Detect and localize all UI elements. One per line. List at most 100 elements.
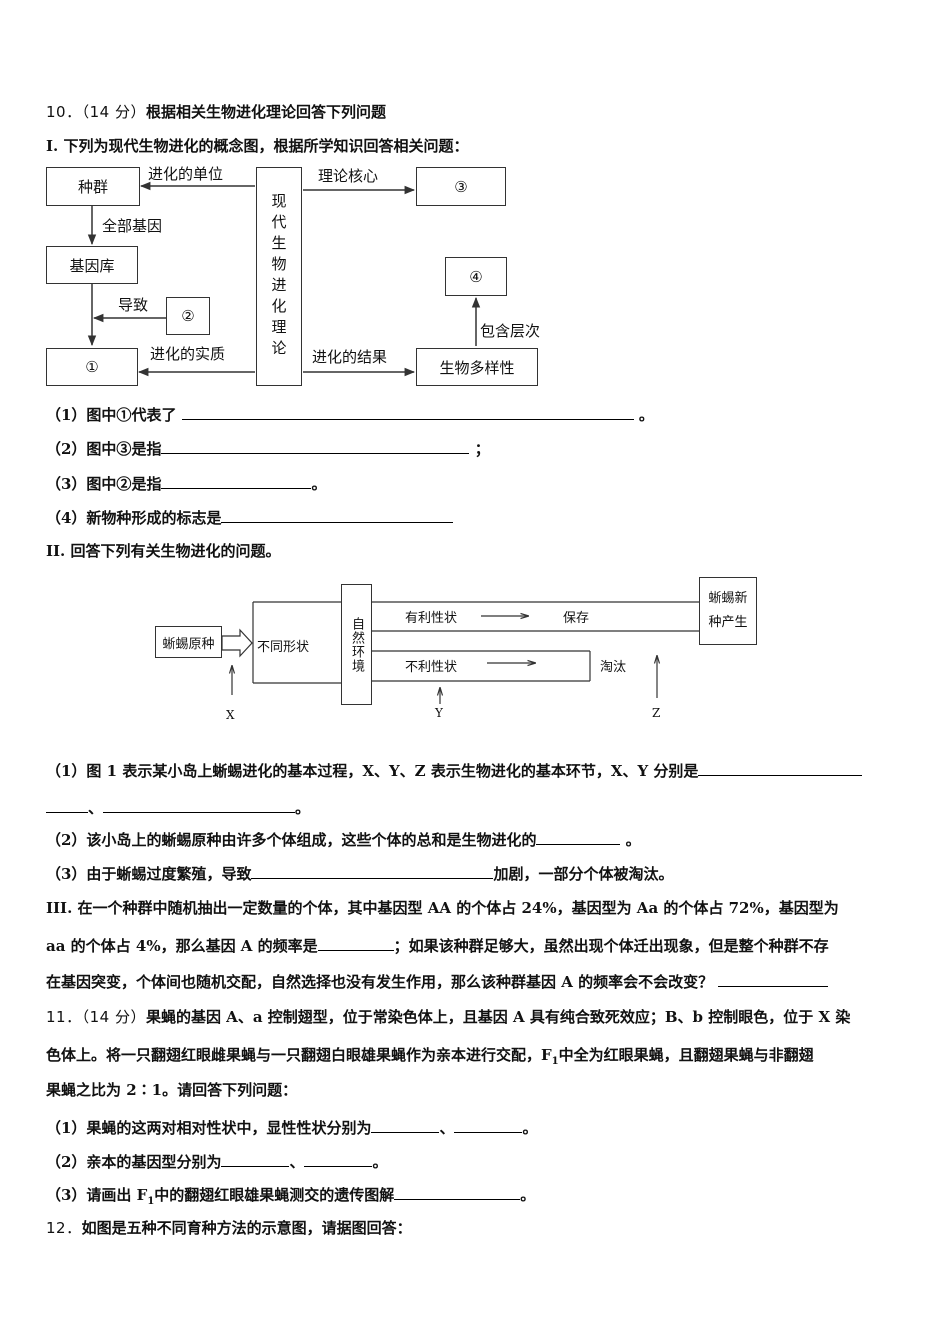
q11-line3-text: 果蝇之比为 2∶1。请回答下列问题： <box>46 1081 298 1099</box>
q10-part1-q2-end: ； <box>474 440 490 458</box>
q11-q1-text: （1）果蝇的这两对相对性状中，显性性状分别为 <box>46 1119 372 1137</box>
label-preserve: 保存 <box>563 611 590 626</box>
box-lizard-origin: 蜥蜴原种 <box>155 626 222 658</box>
q10-part3-line1-text: . 在一个种群中随机抽出一定数量的个体，其中基因型 AA 的个体占 24%，基因… <box>67 899 839 917</box>
q10-number: 10．（14 分） <box>46 103 146 121</box>
box-population: 种群 <box>46 167 140 206</box>
q10-part2-q1-cont: 、。 <box>46 797 310 818</box>
q11-line2-subscript: 1 <box>551 1056 559 1067</box>
q11-line3: 果蝇之比为 2∶1。请回答下列问题： <box>46 1080 297 1100</box>
q10-part2-q1-end: 。 <box>295 799 311 817</box>
q10-title: 根据相关生物进化理论回答下列问题 <box>145 103 386 121</box>
q11-line2: 色体上。将一只翻翅红眼雌果蝇与一只翻翅白眼雄果蝇作为亲本进行交配，F1中全为红眼… <box>46 1045 814 1072</box>
answer-blank[interactable] <box>103 797 296 813</box>
q11-q1-sep: 、 <box>439 1119 455 1137</box>
q10-part1-q4: （4）新物种形成的标志是 <box>46 507 454 528</box>
box-modern-evolution-theory: 现代生物进化理论 <box>256 167 302 386</box>
q11-q2: （2）亲本的基因型分别为 、 。 <box>46 1151 387 1172</box>
q10-part2-intro-text: . 回答下列有关生物进化的问题。 <box>60 542 281 560</box>
box-2: ② <box>166 297 210 335</box>
label-levels: 包含层次 <box>480 322 541 340</box>
q10-part1-roman: I <box>46 137 54 155</box>
box-genepool: 基因库 <box>46 246 138 284</box>
answer-blank[interactable] <box>161 438 470 454</box>
q11-q3b: 中的翻翅红眼雄果蝇测交的遗传图解 <box>154 1186 395 1204</box>
q10-part1-q3-text: （3）图中②是指 <box>46 475 162 493</box>
q10-part2-q1-text: （1）图 1 表示某小岛上蜥蜴进化的基本过程，X、Y、Z 表示生物进化的基本环节… <box>46 762 699 780</box>
q10-part1-intro-text: . 下列为现代生物进化的概念图，根据所学知识回答相关问题： <box>53 137 469 155</box>
q10-part1-q1-end: 。 <box>638 406 654 424</box>
q10-part3-line3: 在基因突变，个体间也随机交配，自然选择也没有发生作用，那么该种群基因 A 的频率… <box>46 971 829 992</box>
q12-number: 12． <box>46 1219 82 1237</box>
q11-line1: 11．（14 分）果蝇的基因 A、a 控制翅型，位于常染色体上，且基因 A 具有… <box>46 1007 850 1027</box>
label-evolution-result: 进化的结果 <box>312 348 388 366</box>
q12-line: 12．如图是五种不同育种方法的示意图，请据图回答： <box>46 1218 412 1238</box>
box-3: ③ <box>416 167 506 206</box>
box-4: ④ <box>445 257 507 296</box>
answer-blank[interactable] <box>46 797 88 813</box>
q10-part3-line2: aa 的个体占 4%，那么基因 A 的频率是；如果该种群足够大，虽然出现个体迁出… <box>46 935 829 956</box>
answer-blank[interactable] <box>698 760 863 776</box>
box-new-lizard-species: 蜥蜴新种产生 <box>699 577 757 645</box>
label-eliminate: 淘汰 <box>600 660 627 675</box>
q11-q1-end: 。 <box>522 1119 538 1137</box>
q10-part1-q1: （1）图中①代表了 。 <box>46 404 654 425</box>
answer-blank[interactable] <box>394 1184 521 1200</box>
label-z: Z <box>652 706 661 720</box>
q10-part1-q2-text: （2）图中③是指 <box>46 440 162 458</box>
answer-blank[interactable] <box>371 1117 440 1133</box>
q11-q2-text: （2）亲本的基因型分别为 <box>46 1153 222 1171</box>
label-theory-core: 理论核心 <box>318 167 379 185</box>
answer-blank[interactable] <box>221 1151 290 1167</box>
q10-part3-line3-text: 在基因突变，个体间也随机交配，自然选择也没有发生作用，那么该种群基因 A 的频率… <box>46 973 714 991</box>
q10-part1-intro: I. 下列为现代生物进化的概念图，根据所学知识回答相关问题： <box>46 136 468 156</box>
q10-part3-line2a: aa 的个体占 4%，那么基因 A 的频率是 <box>46 937 318 955</box>
answer-blank[interactable] <box>536 829 621 845</box>
q11-line2b: 中全为红眼果蝇，且翻翅果蝇与非翻翅 <box>558 1046 814 1064</box>
q10-header: 10．（14 分）根据相关生物进化理论回答下列问题 <box>46 102 386 122</box>
label-different-forms: 不同形状 <box>257 640 310 655</box>
label-x: X <box>226 708 235 722</box>
answer-blank[interactable] <box>454 1117 523 1133</box>
label-y: Y <box>435 706 443 720</box>
q10-part1-q3: （3）图中②是指 。 <box>46 473 326 494</box>
box-1: ① <box>46 348 138 386</box>
q10-part2-q2: （2）该小岛上的蜥蜴原种由许多个体组成，这些个体的总和是生物进化的 。 <box>46 829 641 850</box>
label-evolution-unit: 进化的单位 <box>148 165 224 183</box>
q10-part2-q2-end: 。 <box>620 831 641 849</box>
box-biodiversity: 生物多样性 <box>416 348 538 386</box>
q10-part2-q3-text: （3）由于蜥蜴过度繁殖，导致 <box>46 865 252 883</box>
lizard-diagram-lines <box>221 601 699 704</box>
answer-blank[interactable] <box>251 863 494 879</box>
answer-blank[interactable] <box>221 507 454 523</box>
q10-part3-roman: III <box>46 899 68 917</box>
label-favorable-traits: 有利性状 <box>405 611 458 626</box>
q11-q3: （3）请画出 F1中的翻翅红眼雄果蝇测交的遗传图解。 <box>46 1184 535 1212</box>
label-all-genes: 全部基因 <box>102 217 163 235</box>
q11-q3-subscript: 1 <box>147 1196 155 1207</box>
q11-line2a: 色体上。将一只翻翅红眼雌果蝇与一只翻翅白眼雄果蝇作为亲本进行交配，F <box>46 1046 552 1064</box>
q11-line1-text: 果蝇的基因 A、a 控制翅型，位于常染色体上，且基因 A 具有纯合致死效应；B、… <box>145 1008 851 1026</box>
label-cause: 导致 <box>118 296 149 314</box>
q10-part1-q2: （2）图中③是指 ； <box>46 438 490 459</box>
concept-map-arrows <box>87 181 481 377</box>
q10-part1-q3-end: 。 <box>311 475 327 493</box>
q10-part1-q4-text: （4）新物种形成的标志是 <box>46 509 222 527</box>
q11-q2-end: 。 <box>372 1153 388 1171</box>
q10-part3-line1: III. 在一个种群中随机抽出一定数量的个体，其中基因型 AA 的个体占 24%… <box>46 898 839 918</box>
answer-blank[interactable] <box>317 935 394 951</box>
q10-part2-q3-end: 加剧，一部分个体被淘汰。 <box>493 865 674 883</box>
hollow-arrow-origin-to-forms <box>221 628 253 658</box>
q11-q3a: （3）请画出 F <box>46 1186 148 1204</box>
answer-blank[interactable] <box>181 404 634 420</box>
q11-q2-sep: 、 <box>289 1153 305 1171</box>
q10-part1-q1-text: （1）图中①代表了 <box>46 406 177 424</box>
q10-part2-q2-text: （2）该小岛上的蜥蜴原种由许多个体组成，这些个体的总和是生物进化的 <box>46 831 537 849</box>
q10-part2-q1: （1）图 1 表示某小岛上蜥蜴进化的基本过程，X、Y、Z 表示生物进化的基本环节… <box>46 760 863 781</box>
q12-text: 如图是五种不同育种方法的示意图，请据图回答： <box>81 1219 412 1237</box>
answer-blank[interactable] <box>718 971 829 987</box>
label-unfavorable-traits: 不利性状 <box>405 660 458 675</box>
answer-blank[interactable] <box>161 473 312 489</box>
box-natural-environment: 自然环境 <box>341 584 372 705</box>
answer-blank[interactable] <box>304 1151 373 1167</box>
